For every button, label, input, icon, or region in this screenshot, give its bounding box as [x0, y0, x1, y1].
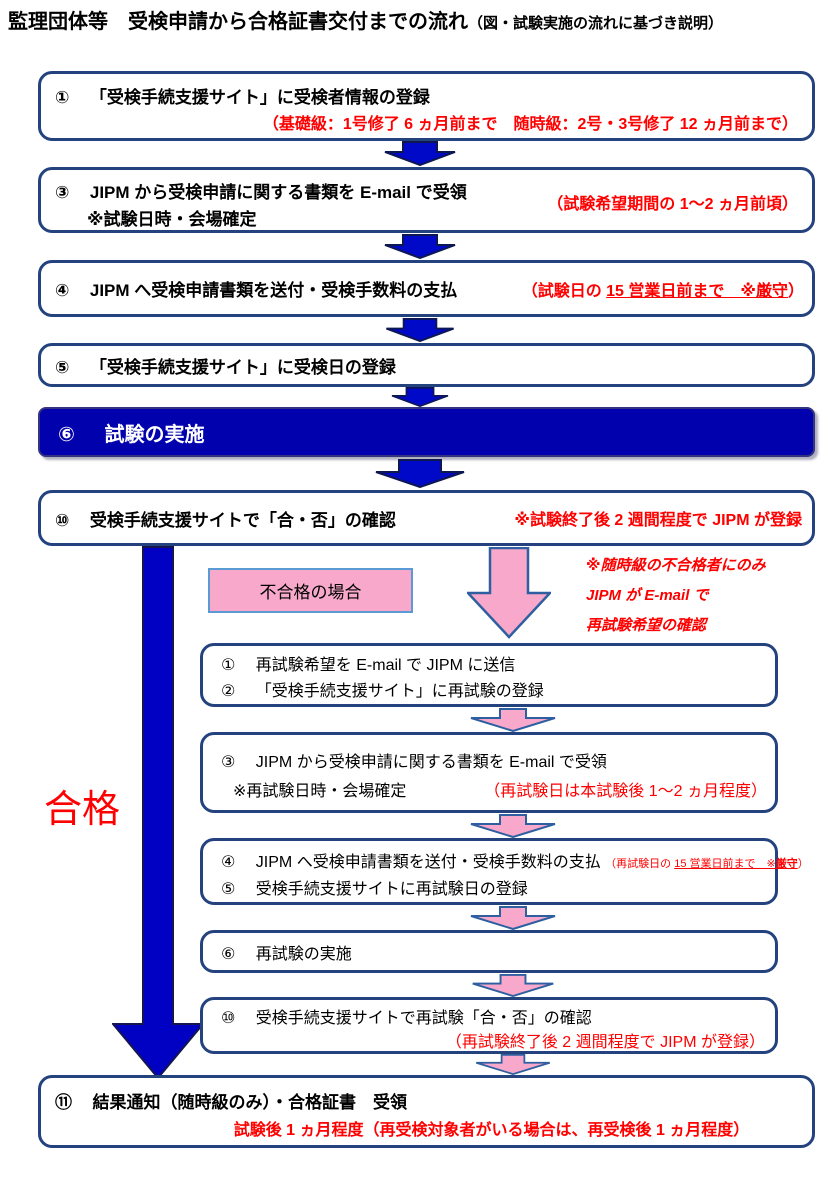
retest-step45-box: ④ JIPM へ受検申請書類を送付・受検手数料の支払 （再試験日の 15 営業日… [200, 838, 809, 905]
fail-annotation: ※随時級の不合格者にのみ JIPM が E-mail で 再試験希望の確認 [586, 551, 766, 641]
down-arrow-icon [375, 459, 465, 488]
retest-step10-note: （再試験終了後 2 週間程度で JIPM が登録） [445, 1034, 765, 1051]
down-arrow-icon [470, 814, 556, 838]
retest-step1-number: ① [221, 657, 236, 674]
down-arrow-icon [470, 708, 556, 732]
step5-box: ⑤ 「受検手続支援サイト」に受検日の登録 [38, 343, 815, 387]
retest-step3-subtitle: ※再試験日時・会場確定 [233, 783, 407, 800]
retest-step10-box: ⑩ 受検手続支援サイトで再試験「合・否」の確認 （再試験終了後 2 週間程度で … [200, 997, 778, 1054]
retest-step6-title: 再試験の実施 [255, 945, 352, 963]
step1-note: （基礎級：1号修了 6 ヵ月前まで 随時級：2号・3号修了 12 ヵ月前まで） [262, 116, 798, 133]
retest-step2-title: 「受検手続支援サイト」に再試験の登録 [255, 683, 544, 700]
retest-step10-title: 受検手続支援サイトで再試験「合・否」の確認 [255, 1010, 592, 1027]
step6-title: 試験の実施 [104, 423, 205, 446]
step6-number: ⑥ [58, 423, 75, 446]
fail-label: 不合格の場合 [259, 583, 362, 602]
fail-big-arrow-icon [467, 547, 551, 639]
step3-number: ③ [55, 183, 70, 202]
down-arrow-icon [470, 1054, 556, 1075]
retest-step6-number: ⑥ [221, 945, 236, 963]
down-arrow-icon [384, 318, 456, 342]
step4-note: （試験日の 15 営業日前まで ※厳守） [521, 282, 804, 300]
step5-title: 「受検手続支援サイト」に受検日の登録 [89, 357, 396, 377]
pass-long-arrow-icon [112, 546, 204, 1080]
step10-box: ⑩ 受検手続支援サイトで「合・否」の確認 ※試験終了後 2 週間程度で JIPM… [38, 490, 815, 546]
step10-title: 受検手続支援サイトで「合・否」の確認 [89, 510, 396, 530]
retest-step3-number: ③ [221, 754, 236, 771]
retest-step1-title: 再試験希望を E-mail で JIPM に送信 [255, 657, 516, 674]
pass-label: 合格 [44, 789, 121, 831]
step3-title: JIPM から受検申請に関する書類を E-mail で受領 [89, 183, 467, 202]
final-note: 試験後 1 ヵ月程度（再受検対象者がいる場合は、再受検後 1 ヵ月程度） [233, 1122, 750, 1139]
retest-step5-title: 受検手続支援サイトに再試験日の登録 [255, 881, 528, 898]
final-number: ⑪ [55, 1093, 72, 1112]
retest-step10-number: ⑩ [221, 1010, 236, 1027]
down-arrow-icon [384, 141, 456, 166]
step3-box: ③ JIPM から受検申請に関する書類を E-mail で受領 ※試験日時・会場… [38, 167, 815, 233]
retest-step12-box: ① 再試験希望を E-mail で JIPM に送信 ② 「受検手続支援サイト」… [200, 643, 778, 707]
fail-label-box: 不合格の場合 [208, 568, 413, 613]
page-title: 監理団体等 受検申請から合格証書交付までの流れ（図・試験実施の流れに基づき説明） [8, 5, 723, 34]
step1-box: ① 「受検手続支援サイト」に受検者情報の登録 （基礎級：1号修了 6 ヵ月前まで… [38, 71, 815, 141]
page-title-main: 監理団体等 受検申請から合格証書交付までの流れ [8, 11, 468, 33]
retest-step4-number: ④ [221, 854, 236, 871]
step1-number: ① [55, 88, 70, 107]
down-arrow-icon [384, 387, 456, 407]
step10-number: ⑩ [55, 510, 70, 530]
retest-step3-note: （再試験日は本試験後 1～2 ヵ月程度） [484, 783, 767, 800]
retest-step5-number: ⑤ [221, 881, 236, 898]
retest-step2-number: ② [221, 683, 236, 700]
step10-note: ※試験終了後 2 週間程度で JIPM が登録 [514, 512, 802, 529]
step3-subtitle: ※試験日時・会場確定 [87, 210, 257, 229]
retest-step6-box: ⑥ 再試験の実施 [200, 930, 778, 973]
page-title-sub: （図・試験実施の流れに基づき説明） [468, 15, 724, 32]
retest-step3-title: JIPM から受検申請に関する書類を E-mail で受領 [255, 754, 607, 771]
retest-step4-title: JIPM へ受検申請書類を送付・受検手数料の支払 [255, 854, 601, 871]
step4-title: JIPM へ受検申請書類を送付・受検手数料の支払 [89, 281, 458, 300]
step3-note: （試験希望期間の 1～2 ヵ月前頃） [547, 196, 798, 213]
step4-number: ④ [55, 281, 70, 300]
final-title: 結果通知（随時級のみ）・合格証書 受領 [92, 1093, 407, 1112]
fail-annotation-line1: ※随時級の不合格者にのみ [586, 557, 766, 574]
down-arrow-icon [384, 234, 456, 259]
final-result-box: ⑪ 結果通知（随時級のみ）・合格証書 受領 試験後 1 ヵ月程度（再受検対象者が… [38, 1075, 815, 1148]
step1-title: 「受検手続支援サイト」に受検者情報の登録 [89, 88, 430, 107]
retest-step4-note: （再試験日の 15 営業日前まで ※厳守） [605, 858, 809, 870]
fail-annotation-line3: 再試験希望の確認 [586, 617, 707, 634]
retest-step3-box: ③ JIPM から受検申請に関する書類を E-mail で受領 ※再試験日時・会… [200, 732, 778, 813]
down-arrow-icon [470, 974, 556, 997]
fail-annotation-line2: JIPM が E-mail で [586, 587, 709, 604]
step5-number: ⑤ [55, 357, 70, 377]
down-arrow-icon [470, 906, 556, 930]
step4-box: ④ JIPM へ受検申請書類を送付・受検手数料の支払 （試験日の 15 営業日前… [38, 260, 815, 317]
step6-exam-box: ⑥ 試験の実施 [38, 407, 815, 457]
